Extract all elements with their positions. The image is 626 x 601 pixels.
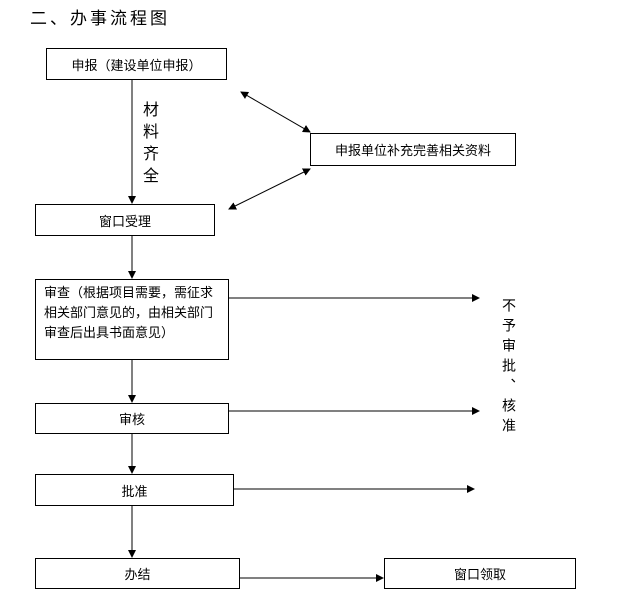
reject-label: 不予审批、核准 — [500, 298, 516, 438]
pickup-box: 窗口领取 — [384, 558, 576, 589]
review-box: 审查（根据项目需要，需征求相关部门意见的，由相关部门审查后出具书面意见） — [35, 279, 229, 360]
apply-box: 申报（建设单位申报） — [46, 48, 227, 80]
accept-box: 窗口受理 — [35, 204, 215, 236]
arrow-supplement-accept — [228, 168, 311, 210]
verify-box: 审核 — [35, 403, 229, 434]
supplement-box: 申报单位补充完善相关资料 — [310, 133, 516, 166]
section-title: 二、办事流程图 — [30, 9, 170, 29]
complete-box: 办结 — [35, 558, 240, 589]
arrow-apply-supplement — [240, 91, 311, 133]
materials-complete-label: 材料齐全 — [140, 101, 159, 189]
approve-box: 批准 — [35, 474, 234, 506]
